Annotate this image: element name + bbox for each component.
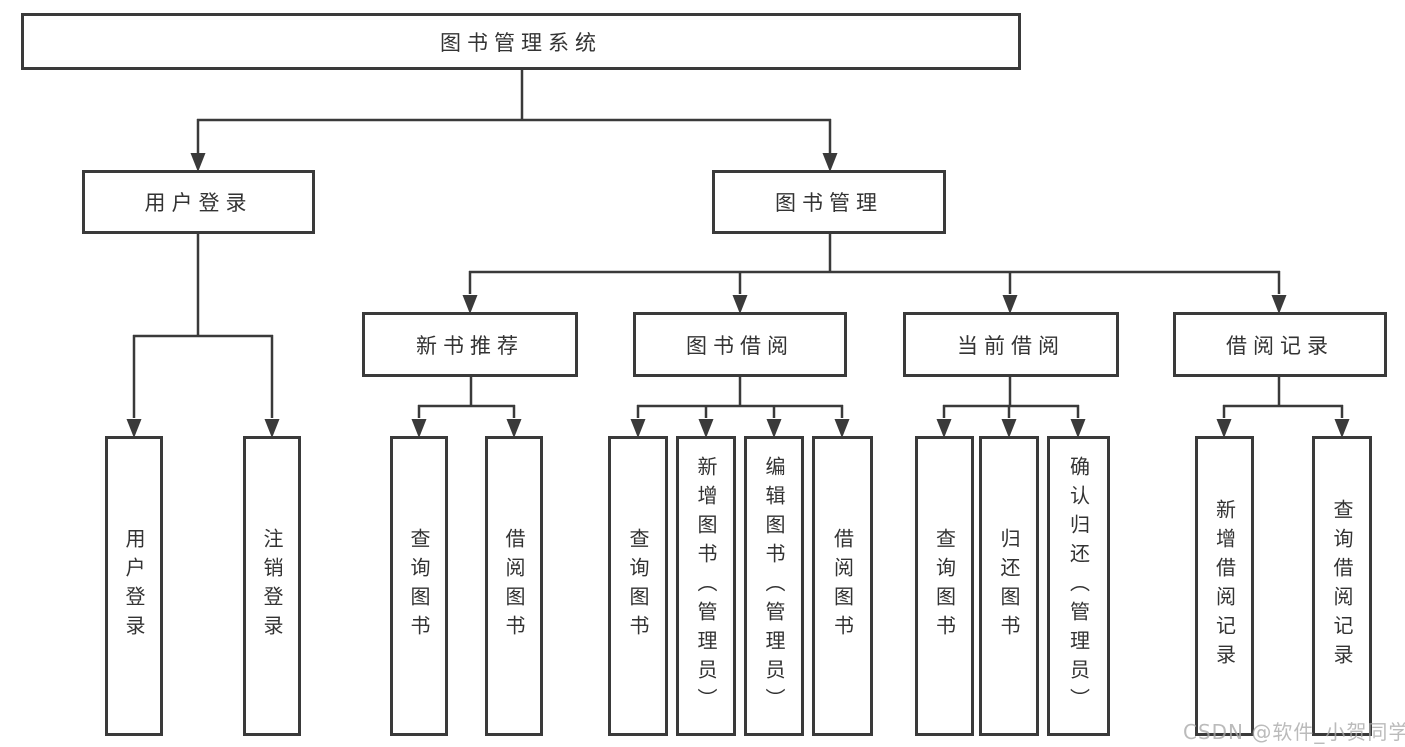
leaf-query-borrow-record: 查询借阅记录 [1312, 436, 1372, 736]
node-label: 查询图书 [407, 528, 431, 644]
leaf-edit-book-admin: 编辑图书（管理员） [744, 436, 804, 736]
node-user-login-branch: 用户登录 [82, 170, 315, 234]
node-label: 当前借阅 [957, 333, 1065, 358]
node-label: 查询借阅记录 [1330, 499, 1354, 673]
leaf-logout: 注销登录 [243, 436, 301, 736]
node-label: 借阅记录 [1226, 333, 1334, 358]
node-label: 归还图书 [997, 528, 1021, 644]
node-current-borrowing: 当前借阅 [903, 312, 1119, 377]
node-label: 图书管理 [775, 191, 883, 215]
node-label: 用户登录 [122, 528, 146, 644]
node-label: 图书管理系统 [440, 30, 602, 55]
node-label: 用户登录 [144, 191, 253, 215]
node-label: 新增图书（管理员） [694, 455, 718, 717]
node-label: 新书推荐 [416, 333, 524, 358]
node-new-book-recommend: 新书推荐 [362, 312, 578, 377]
leaf-query-books: 查询图书 [608, 436, 668, 736]
leaf-add-borrow-record: 新增借阅记录 [1195, 436, 1254, 736]
node-label: 图书借阅 [686, 333, 794, 358]
leaf-return-books: 归还图书 [979, 436, 1039, 736]
node-label: 新增借阅记录 [1212, 499, 1237, 673]
leaf-borrow-books: 借阅图书 [812, 436, 873, 736]
node-label: 借阅图书 [830, 528, 855, 644]
node-label: 确认归还（管理员） [1066, 455, 1091, 717]
leaf-query-books: 查询图书 [915, 436, 974, 736]
node-label: 借阅图书 [502, 528, 526, 644]
node-label: 注销登录 [260, 528, 284, 644]
node-book-borrowing: 图书借阅 [633, 312, 847, 377]
node-label: 编辑图书（管理员） [762, 455, 786, 717]
node-borrowing-records: 借阅记录 [1173, 312, 1387, 377]
leaf-add-book-admin: 新增图书（管理员） [676, 436, 736, 736]
leaf-query-books: 查询图书 [390, 436, 448, 736]
node-library-management-system: 图书管理系统 [21, 13, 1021, 70]
leaf-user-login: 用户登录 [105, 436, 163, 736]
leaf-borrow-books: 借阅图书 [485, 436, 543, 736]
node-label: 查询图书 [932, 528, 957, 644]
csdn-watermark: CSDN @软件_小贺同学 [1183, 720, 1405, 744]
node-label: 查询图书 [626, 528, 650, 644]
leaf-confirm-return-admin: 确认归还（管理员） [1047, 436, 1110, 736]
node-book-management-branch: 图书管理 [712, 170, 946, 234]
